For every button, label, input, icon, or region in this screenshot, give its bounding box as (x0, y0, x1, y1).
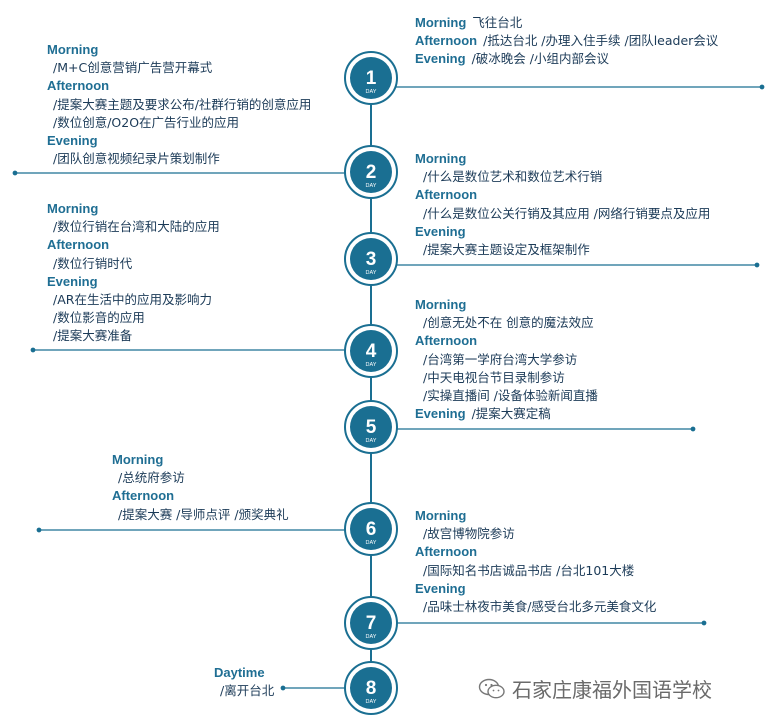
schedule-item: /提案大赛 /导师点评 /颁奖典礼 (118, 506, 289, 522)
day-label: DAY (366, 540, 377, 546)
day-number: 4 (366, 341, 377, 362)
schedule-item: 飞往台北 (472, 15, 523, 30)
evening-label: Evening (47, 273, 98, 289)
watermark-text: 石家庄康福外国语学校 (512, 678, 712, 702)
connector-end-day2 (12, 170, 18, 176)
schedule-item: /团队创意视频纪录片策划制作 (53, 151, 220, 167)
schedule-item: /中天电视台节目录制参访 (423, 369, 565, 385)
day-label: DAY (366, 270, 377, 276)
day-1-node: 1 DAY (344, 51, 398, 105)
morning-label: Morning (47, 201, 99, 216)
day-label: DAY (366, 438, 377, 444)
day-number: 1 (366, 68, 377, 89)
schedule-item: /国际知名书店诚品书店 /台北101大楼 (423, 562, 635, 578)
day-number: 3 (366, 249, 377, 270)
morning-label: Morning (415, 508, 467, 523)
day-number: 8 (366, 678, 377, 699)
morning-label: Morning (47, 42, 99, 57)
day-label: DAY (366, 89, 377, 95)
day-label: DAY (366, 362, 377, 368)
day-3-left-block: Morning /数位行销在台湾和大陆的应用 Afternoon /数位行销时代… (47, 200, 220, 346)
connector-end-day5 (690, 426, 696, 432)
day-8-node: 8 DAY (344, 661, 398, 715)
schedule-item: /数位创意/O2O在广告行业的应用 (53, 114, 240, 130)
day-1-right-block: Morning 飞往台北 Afternoon/抵达台北 /办理入住手续 /团队le… (415, 14, 718, 69)
schedule-item: /提案大赛主题及要求公布/社群行销的创意应用 (53, 96, 312, 112)
morning-label: Morning (112, 452, 164, 467)
wechat-icon (478, 678, 505, 698)
schedule-item: /M+C创意营销广告营开幕式 (53, 60, 213, 76)
watermark: 石家庄康福外国语学校 (478, 674, 712, 703)
schedule-item: /提案大赛定稿 (471, 406, 551, 422)
schedule-item: /实操直播间 /设备体验新闻直播 (423, 388, 598, 404)
day-5-node: 5 DAY (344, 400, 398, 454)
day-number: 7 (366, 613, 377, 634)
day-2-node: 2 DAY (344, 145, 398, 199)
afternoon-label: Afternoon (415, 544, 478, 560)
daytime-label: Daytime (214, 665, 265, 680)
connector-end-day4 (30, 347, 36, 353)
connector-end-day6 (36, 527, 42, 533)
schedule-item: /故宫博物院参访 (423, 526, 515, 542)
day-label: DAY (366, 699, 377, 705)
schedule-item: /创意无处不在 创意的魔法效应 (423, 315, 594, 331)
schedule-item: /台湾第一学府台湾大学参访 (423, 351, 578, 367)
afternoon-label: Afternoon (47, 237, 110, 253)
day-3-node: 3 DAY (344, 232, 398, 286)
day-number: 6 (366, 519, 377, 540)
day-6-node: 6 DAY (344, 502, 398, 556)
morning-label: Morning (415, 15, 467, 30)
day-4-node: 4 DAY (344, 324, 398, 378)
afternoon-label: Afternoon (415, 33, 478, 49)
day-7-node: 7 DAY (344, 596, 398, 650)
schedule-item: /总统府参访 (118, 470, 185, 486)
evening-label: Evening (415, 223, 466, 239)
schedule-item: /抵达台北 /办理入住手续 /团队leader会议 (483, 33, 719, 49)
afternoon-label: Afternoon (112, 488, 175, 504)
afternoon-label: Afternoon (415, 333, 478, 349)
connector-end-day1 (759, 84, 765, 90)
day-6-right-block: Morning /故宫博物院参访 Afternoon /国际知名书店诚品书店 /… (415, 507, 656, 616)
day-label: DAY (366, 634, 377, 640)
afternoon-label: Afternoon (415, 187, 478, 203)
schedule-item: /品味士林夜市美食/感受台北多元美食文化 (423, 599, 657, 615)
day-2-right-block: Morning /什么是数位艺术和数位艺术行销 Afternoon /什么是数位… (415, 150, 710, 259)
schedule-item: /数位影音的应用 (53, 310, 145, 326)
evening-label: Evening (415, 580, 466, 596)
schedule-item: /提案大赛主题设定及框架制作 (423, 242, 590, 258)
schedule-item: /数位行销时代 (53, 255, 133, 271)
schedule-item: /AR在生活中的应用及影响力 (53, 292, 212, 308)
evening-label: Evening (415, 51, 466, 67)
connector-end-day7 (701, 620, 707, 626)
schedule-item: /什么是数位公关行销及其应用 /网络行销要点及应用 (423, 205, 711, 221)
evening-label: Evening (415, 406, 466, 422)
day-1-left-block: Morning /M+C创意营销广告营开幕式 Afternoon /提案大赛主题… (47, 41, 311, 168)
connector-end-day8 (280, 685, 286, 691)
morning-label: Morning (415, 151, 467, 166)
schedule-item: /数位行销在台湾和大陆的应用 (53, 219, 220, 235)
afternoon-label: Afternoon (47, 78, 110, 94)
morning-label: Morning (415, 297, 467, 312)
schedule-item: /离开台北 (220, 683, 275, 699)
day-number: 2 (366, 162, 377, 183)
schedule-item: /什么是数位艺术和数位艺术行销 (423, 169, 603, 185)
schedule-item: /破冰晚会 /小组内部会议 (471, 51, 609, 67)
evening-label: Evening (47, 133, 98, 149)
day-6-left-block: Morning /总统府参访 Afternoon /提案大赛 /导师点评 /颁奖… (112, 451, 289, 524)
schedule-item: /提案大赛准备 (53, 328, 133, 344)
connector-end-day3 (754, 262, 760, 268)
day-number: 5 (366, 417, 377, 438)
day-8-left-block: Daytime /离开台北 (214, 664, 274, 700)
day-label: DAY (366, 183, 377, 189)
day-4-right-block: Morning /创意无处不在 创意的魔法效应 Afternoon /台湾第一学… (415, 296, 598, 423)
connector-lines (12, 84, 765, 691)
